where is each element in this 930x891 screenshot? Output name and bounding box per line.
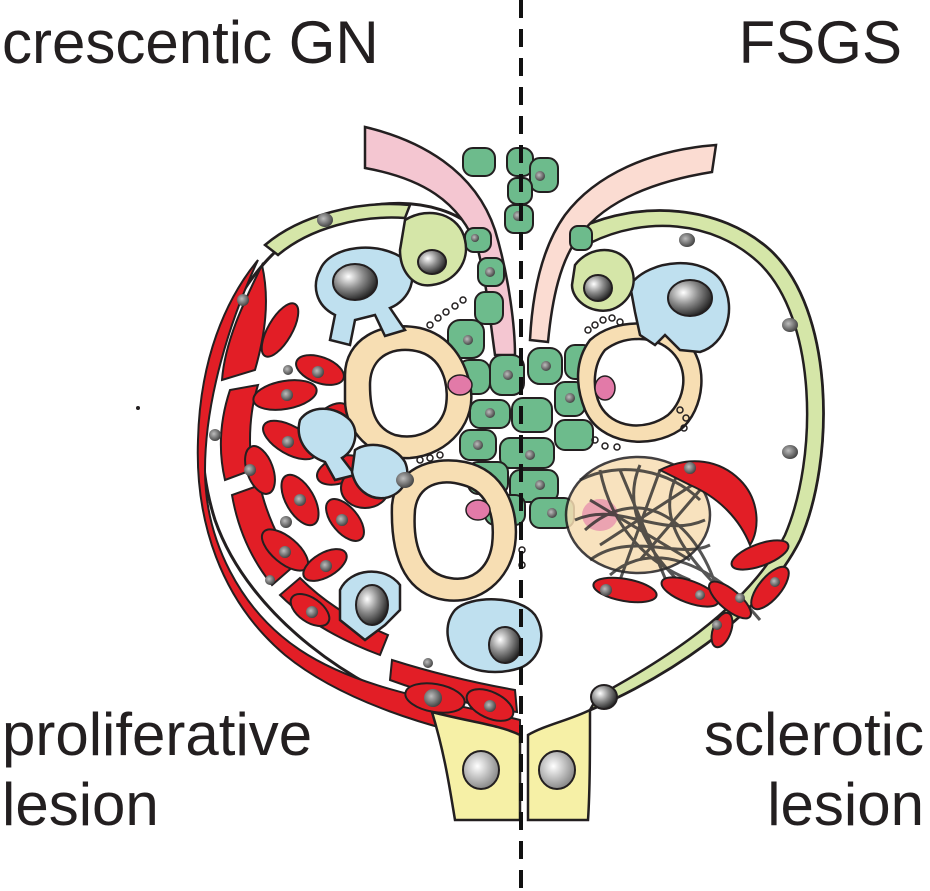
proximal-tubule xyxy=(430,707,592,822)
capillary-loops xyxy=(343,322,703,602)
stray-dot xyxy=(136,406,140,410)
label-fsgs: FSGS xyxy=(738,9,902,76)
efferent-arteriole xyxy=(528,143,718,344)
sclerotic-nuclei xyxy=(600,462,780,630)
label-sclerotic-lesion: sclerotic lesion xyxy=(704,700,924,840)
label-crescentic-gn: crescentic GN xyxy=(2,9,379,76)
parietal-epithelium-left xyxy=(263,202,412,257)
label-sclerotic-line1: sclerotic xyxy=(703,701,924,768)
label-proliferative-lesion: proliferative lesion xyxy=(2,700,312,840)
podocyte-nucleus-right xyxy=(667,279,713,317)
crescent-nuclei xyxy=(209,294,496,712)
label-sclerotic-line2: lesion xyxy=(767,771,924,838)
mesangial-nuclei xyxy=(463,171,575,518)
label-proliferative-line1: proliferative xyxy=(2,701,313,768)
foot-processes xyxy=(416,296,690,569)
label-proliferative-line2: lesion xyxy=(2,771,159,838)
sclerotic-lesion xyxy=(564,455,762,621)
